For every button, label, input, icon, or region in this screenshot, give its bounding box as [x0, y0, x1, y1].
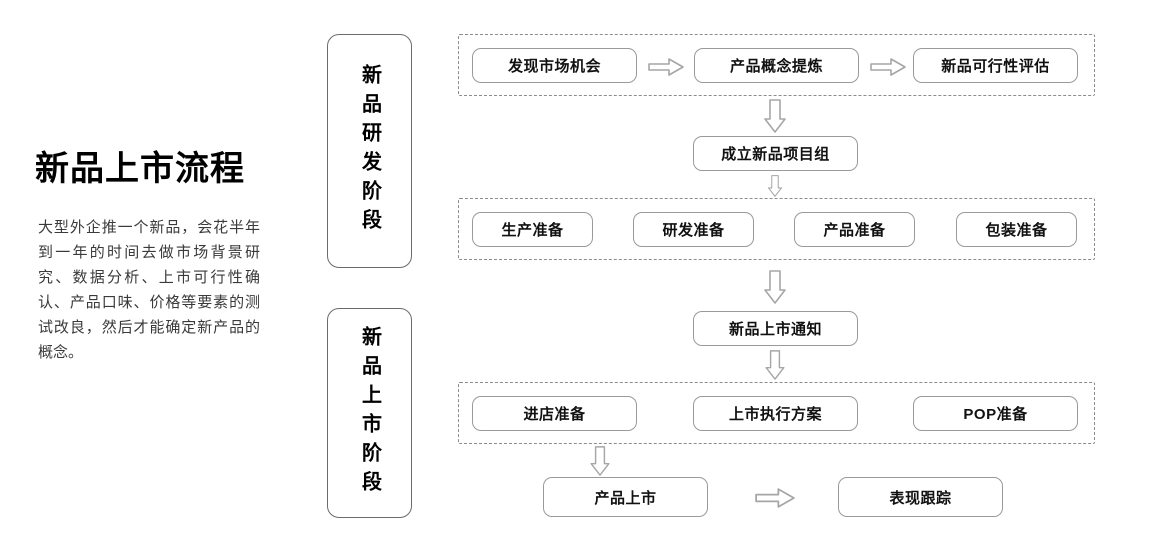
node-product-concept-refinement[interactable]: 产品概念提炼 — [694, 48, 859, 83]
arrow-down-icon — [589, 446, 611, 476]
node-product-launch[interactable]: 产品上市 — [543, 477, 708, 517]
node-rnd-preparation[interactable]: 研发准备 — [633, 212, 754, 247]
node-production-preparation[interactable]: 生产准备 — [472, 212, 593, 247]
dashed-group-launch-preparation — [458, 382, 1095, 444]
stage-box-launch[interactable]: 新品上市阶段 — [327, 308, 412, 518]
arrow-down-icon — [764, 350, 786, 380]
stage-box-rnd[interactable]: 新品研发阶段 — [327, 34, 412, 268]
arrow-down-icon — [764, 270, 786, 304]
node-launch-notification[interactable]: 新品上市通知 — [693, 311, 858, 346]
arrow-right-icon — [648, 58, 684, 76]
stage-label-launch: 新品上市阶段 — [358, 326, 381, 500]
arrow-down-icon — [764, 99, 786, 133]
arrow-right-icon — [870, 58, 906, 76]
node-discover-market-opportunity[interactable]: 发现市场机会 — [472, 48, 637, 83]
intro-paragraph: 大型外企推一个新品，会花半年到一年的时间去做市场背景研究、数据分析、上市可行性确… — [38, 219, 260, 361]
node-product-preparation[interactable]: 产品准备 — [794, 212, 915, 247]
node-launch-execution-plan[interactable]: 上市执行方案 — [693, 396, 858, 431]
dashed-group-research — [458, 34, 1095, 96]
node-pop-preparation[interactable]: POP准备 — [913, 396, 1078, 431]
dashed-group-preparation — [458, 198, 1095, 260]
stage-label-rnd: 新品研发阶段 — [358, 64, 381, 238]
node-establish-project-team[interactable]: 成立新品项目组 — [693, 136, 858, 171]
node-packaging-preparation[interactable]: 包装准备 — [956, 212, 1077, 247]
arrow-right-icon — [755, 488, 795, 508]
page-title: 新品上市流程 — [35, 150, 245, 188]
node-store-entry-preparation[interactable]: 进店准备 — [472, 396, 637, 431]
node-new-product-feasibility-assessment[interactable]: 新品可行性评估 — [913, 48, 1078, 83]
node-performance-tracking[interactable]: 表现跟踪 — [838, 477, 1003, 517]
arrow-down-icon — [764, 175, 786, 197]
